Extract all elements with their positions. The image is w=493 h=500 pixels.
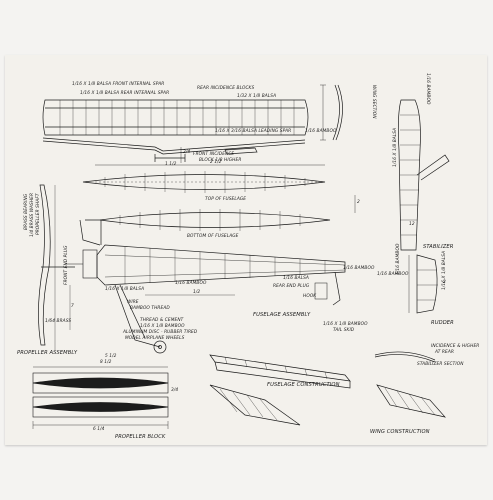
- wire-label: WIRE: [127, 300, 139, 305]
- wheels-label-2: MODEL AIRPLANE WHEELS: [125, 336, 185, 341]
- wheels-label-1: ALUMINUM DISC - RUBBER TIRED: [123, 330, 198, 335]
- fuselage-assembly-title: FUSELAGE ASSEMBLY: [253, 312, 311, 318]
- bamboo-stab-label: 1/16 BAMBOO: [396, 243, 401, 275]
- bamboo-skid-label: 1/16 x 1/8 BAMBOO: [323, 322, 368, 327]
- bamboo-wing-label: 1/16 BAMBOO: [305, 129, 337, 134]
- wing-section-label: WING SECTION: [371, 85, 376, 119]
- rudder-title: RUDDER: [431, 320, 454, 326]
- propeller-assembly-title: PROPELLER ASSEMBLY: [17, 350, 78, 356]
- washer-label: 1/4 BRASS WASHER: [30, 192, 35, 237]
- plan-sheet: 1/16 x 1/8 BALSA FRONT INTERNAL SPAR 1/1…: [5, 55, 487, 445]
- dim-prop-w: 5 1/2: [105, 354, 117, 359]
- block-higher-label: BLOCK 1/8 HIGHER: [199, 158, 242, 163]
- propeller-shaft-label: PROPELLER SHAFT: [36, 193, 41, 235]
- balsa-small-label: 1/32 x 1/8 BALSA: [237, 94, 277, 99]
- front-spar-label: 1/16 x 1/8 BALSA FRONT INTERNAL SPAR: [72, 82, 165, 87]
- dim-block: 6 1/4: [93, 427, 105, 432]
- front-incidence-label: FRONT INCIDENCE: [193, 152, 235, 157]
- dim-prop-len: 7: [71, 304, 74, 309]
- propeller-assembly-drawing: [38, 184, 75, 350]
- bamboo-under-label: 1/16 x 1/8 BAMBOO: [140, 324, 185, 329]
- fuselage-side-view: [65, 244, 346, 354]
- balsa-stab-label: 1/16 x 1/8 BALSA: [393, 127, 398, 167]
- propeller-block-drawing: [32, 366, 169, 429]
- fuselage-construction-title: FUSELAGE CONSTRUCTION: [267, 382, 340, 388]
- hook-label: HOOK: [303, 294, 317, 299]
- fuselage-top-view: [82, 164, 326, 193]
- leading-spar-label: 1/16 x 3/16 BALSA LEADING SPAR: [215, 129, 292, 134]
- brass-small-label: 1/64 BRASS: [45, 319, 72, 324]
- rear-spar-label: 1/16 x 1/8 BALSA REAR INTERNAL SPAR: [80, 91, 170, 96]
- blueprint-drawing: [32, 84, 450, 429]
- bamboo-thread-label: BAMBOO THREAD: [130, 306, 170, 311]
- propeller-mount: [79, 219, 102, 246]
- dim-fus-top: 2 1/2: [210, 160, 222, 165]
- thread-cement-label: THREAD & CEMENT: [140, 318, 184, 323]
- wing-section-drawing: [320, 84, 343, 141]
- brass-bearing-label: BRASS BEARING: [24, 193, 29, 230]
- wing-plan-view: [42, 99, 309, 162]
- stabilizer-section-label: STABILIZER SECTION: [417, 362, 464, 367]
- dim-prop-w2: 8 1/2: [100, 360, 112, 365]
- dim-under: 1/2: [193, 290, 201, 295]
- incidence-higher-label-2: AT REAR: [435, 350, 454, 355]
- bamboo-top-label: 1/16 BAMBOO: [425, 73, 430, 105]
- dim-wing-1: 1 1/2: [165, 162, 177, 167]
- propeller-block-title: PROPELLER BLOCK: [115, 434, 166, 440]
- wing-construction-drawing: [376, 384, 446, 418]
- stabilizer-title: STABILIZER: [423, 244, 454, 250]
- balsa-rear-label: 1/16 BALSA: [283, 276, 309, 281]
- dim-stab: 12: [409, 222, 415, 227]
- wing-construction-title: WING CONSTRUCTION: [370, 429, 430, 435]
- fuselage-bottom-view: [99, 209, 331, 231]
- bamboo-tail-label: 1/16 BAMBOO: [343, 266, 375, 271]
- front-end-plug-label: FRONT END PLUG: [64, 245, 69, 285]
- fuselage-construction-drawing: [209, 354, 351, 426]
- bamboo-fuselage-label: 1/16 BAMBOO: [175, 281, 207, 286]
- dim-block-h: 3/4: [171, 388, 179, 393]
- top-fuselage-label: TOP OF FUSELAGE: [205, 197, 247, 202]
- fuselage-balsa-label: 1/16 x 1/8 BALSA: [105, 287, 145, 292]
- stabilizer-section-drawing: [374, 351, 436, 363]
- stabilizer-plan-view: [397, 99, 450, 251]
- rudder-drawing: [408, 254, 438, 314]
- incidence-higher-label-1: INCIDENCE & HIGHER: [431, 344, 480, 349]
- tail-skid-label: TAIL SKID: [333, 328, 355, 333]
- incidence-blocks-label: REAR INCIDENCE BLOCKS: [197, 86, 255, 91]
- dim-fus-side: 2: [357, 200, 360, 205]
- dim-wing-2: 3/4: [183, 150, 191, 155]
- bamboo-rudder-label: 1/16 BAMBOO: [377, 272, 409, 277]
- dim-stab2: 3: [443, 280, 446, 285]
- bottom-fuselage-label: BOTTOM OF FUSELAGE: [187, 234, 239, 239]
- rear-end-plug-label: REAR END PLUG: [273, 284, 310, 289]
